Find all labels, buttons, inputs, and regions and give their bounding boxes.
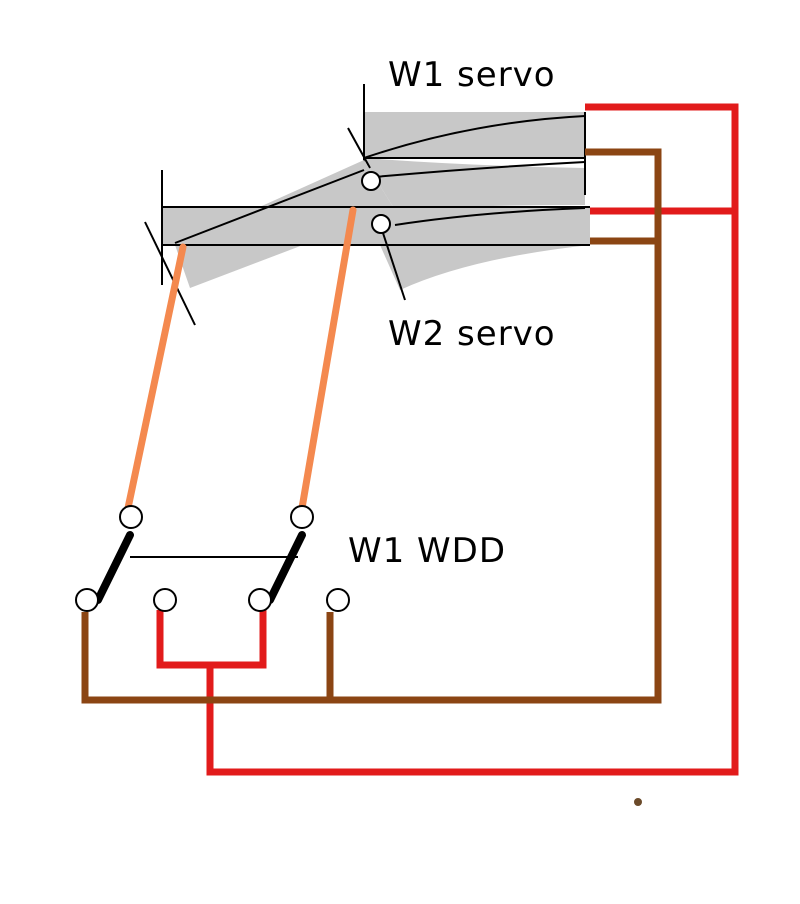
w1-servo-pivot — [361, 171, 381, 191]
w1-track-body — [364, 112, 585, 158]
wdd-lever-right — [266, 531, 306, 604]
wdd-terminal-bottom-2 — [153, 588, 177, 612]
wdd-terminal-bottom-4 — [326, 588, 350, 612]
w1-curve-rail — [363, 161, 586, 179]
w2-servo-pivot — [371, 214, 391, 234]
red-wire-main — [206, 103, 739, 776]
wdd-terminal-top-left — [119, 505, 143, 529]
w1-diverging-track-body — [364, 158, 585, 210]
w1-top-rail — [363, 115, 586, 159]
w1-servo-label: W1 servo — [388, 55, 556, 95]
w2-left-diag-tick — [144, 221, 196, 326]
w2-turnout-track — [144, 160, 590, 326]
w2-frog-tick — [381, 229, 406, 301]
w2-diverging-body — [380, 245, 590, 290]
wdd-terminal-top-right — [290, 505, 314, 529]
w1-turnout-track — [347, 84, 586, 210]
w1-frog-tick — [347, 127, 371, 169]
crossover-rail-upper — [174, 169, 365, 244]
wdd-lever-left — [94, 531, 134, 604]
wdd-terminals — [75, 505, 350, 612]
brown-wire-main — [81, 148, 662, 704]
orange-wire-left — [124, 243, 187, 512]
w2-servo-label: W2 servo — [388, 314, 556, 354]
orange-wire-right — [298, 206, 357, 512]
w1-wdd-label: W1 WDD — [348, 531, 506, 571]
w2-curve-rail — [394, 207, 586, 226]
stray-dot — [634, 798, 642, 806]
red-wire-wdd-bridge — [156, 610, 267, 669]
wdd-terminal-bottom-1 — [75, 588, 99, 612]
wdd-terminal-bottom-3 — [248, 588, 272, 612]
w2-crossover-body — [175, 160, 395, 288]
